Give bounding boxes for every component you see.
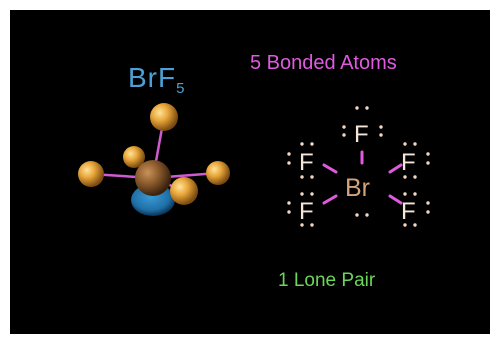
lewis-structure: Br F F F F F <box>287 106 430 227</box>
lewis-fluorine-upper-left: F <box>299 149 314 176</box>
lewis-fluorine-lower-right: F <box>401 198 416 225</box>
fluorine-atom-front <box>170 177 198 205</box>
electron-dots-fluorine-top <box>342 106 383 137</box>
molecule-3d-model <box>78 103 230 216</box>
lewis-fluorine-lower-left: F <box>299 198 314 225</box>
fluorine-atom-right <box>206 161 230 185</box>
formula-subscript: 5 <box>176 80 186 97</box>
lone-pair-label: 1 Lone Pair <box>278 270 376 291</box>
electron-dots-fluorine-lower-left <box>287 192 314 227</box>
lewis-fluorine-upper-right: F <box>401 149 416 176</box>
video-frame: BrF5 5 Bonded Atoms 1 Lone Pair <box>10 10 490 334</box>
lewis-fluorine-top: F <box>354 121 369 148</box>
bromine-atom <box>135 160 171 196</box>
lewis-bond-upper-right <box>388 163 403 174</box>
lewis-bromine-symbol: Br <box>345 174 370 202</box>
formula-main: BrF <box>128 62 177 93</box>
fluorine-atom-back <box>123 146 145 168</box>
electron-dots-fluorine-upper-left <box>287 142 314 179</box>
formula-title: BrF5 <box>128 62 185 97</box>
lewis-bond-lower-right <box>388 194 403 205</box>
electron-dots-bromine-lone-pair <box>355 213 369 217</box>
illustration-canvas: Br F F F F F <box>78 103 430 227</box>
fluorine-atom-top <box>150 103 178 131</box>
fluorine-atom-left <box>78 161 104 187</box>
lewis-bond-lower-left <box>322 194 338 205</box>
bonded-atoms-label: 5 Bonded Atoms <box>250 52 397 74</box>
electron-dots-fluorine-upper-right <box>403 142 430 179</box>
electron-dots-fluorine-lower-right <box>403 192 430 227</box>
lewis-bond-upper-left <box>322 163 338 174</box>
